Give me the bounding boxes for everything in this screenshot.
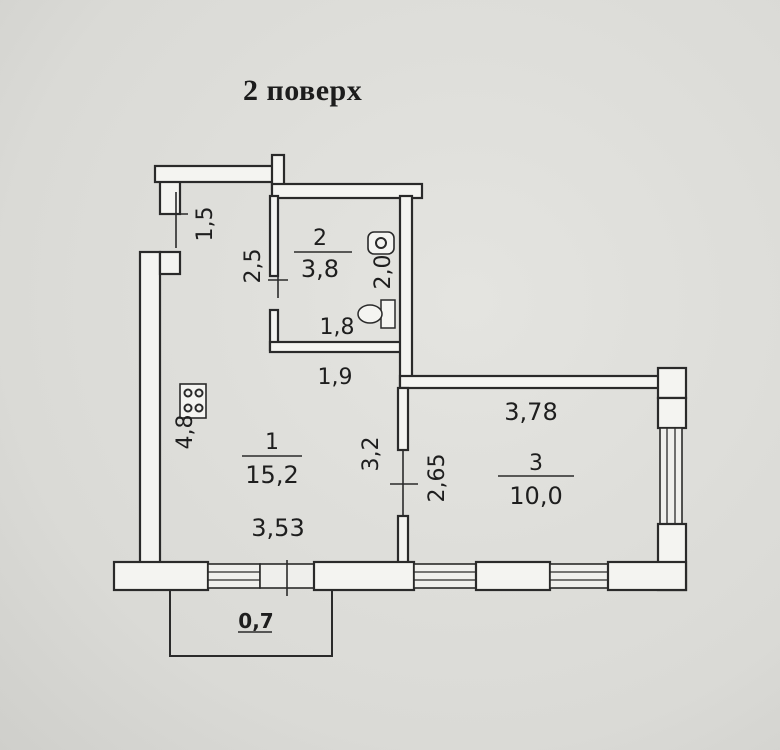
- dim-room3-left: 2,65: [425, 454, 450, 503]
- left-wall-step: [158, 250, 182, 276]
- dim-bath-bottom: 1,8: [320, 315, 355, 340]
- left-wall: [138, 250, 162, 572]
- bath-right-wall: [398, 194, 414, 388]
- window-room3-left: [413, 563, 477, 589]
- dimension-ticks: [166, 192, 574, 633]
- window-room3-right: [549, 563, 609, 589]
- room3-right-wall-top: [656, 396, 688, 430]
- bath-bottom-wall: [268, 340, 410, 354]
- dim-corridor-width: 1,5: [193, 207, 218, 242]
- dim-balcony: 0,7: [238, 609, 273, 633]
- room3-corner: [656, 366, 688, 400]
- toilet-icon: [357, 299, 396, 329]
- room3-number: 3: [529, 451, 543, 476]
- room1-area: 15,2: [245, 461, 298, 489]
- dim-bath-height: 2,5: [241, 249, 266, 284]
- top-wall-bath: [270, 182, 424, 200]
- bottom-wall-mid: [312, 560, 416, 592]
- dim-bath-width: 2,0: [371, 255, 396, 290]
- bottom-wall-right: [606, 560, 688, 592]
- floor-title: 2 поверх: [243, 74, 363, 107]
- bath-left-wall-top: [268, 194, 280, 278]
- room3-top-wall: [398, 374, 666, 390]
- balcony-outline: [169, 590, 333, 657]
- top-wall-corridor: [153, 164, 285, 184]
- dim-room1-bottom: 3,53: [251, 514, 304, 542]
- walls: [112, 153, 688, 592]
- dim-room3-top: 3,78: [504, 398, 557, 426]
- dim-room1-right: 3,2: [359, 437, 384, 472]
- partition-bottom: [396, 514, 410, 566]
- stove-icon: [179, 383, 207, 419]
- sink-icon: [367, 231, 395, 255]
- window-room1-left: [207, 563, 261, 589]
- room3-area: 10,0: [509, 482, 562, 510]
- dim-room1-top: 1,9: [318, 365, 353, 390]
- room3-right-window: [659, 427, 683, 525]
- room2-number: 2: [313, 226, 327, 251]
- left-wall-upper: [158, 178, 182, 216]
- room2-area: 3,8: [301, 255, 339, 283]
- partition-top: [396, 386, 410, 452]
- room1-number: 1: [265, 430, 279, 455]
- bottom-wall-left: [112, 560, 210, 592]
- dim-room1-left: 4,8: [173, 415, 198, 450]
- bottom-wall-pier: [474, 560, 552, 592]
